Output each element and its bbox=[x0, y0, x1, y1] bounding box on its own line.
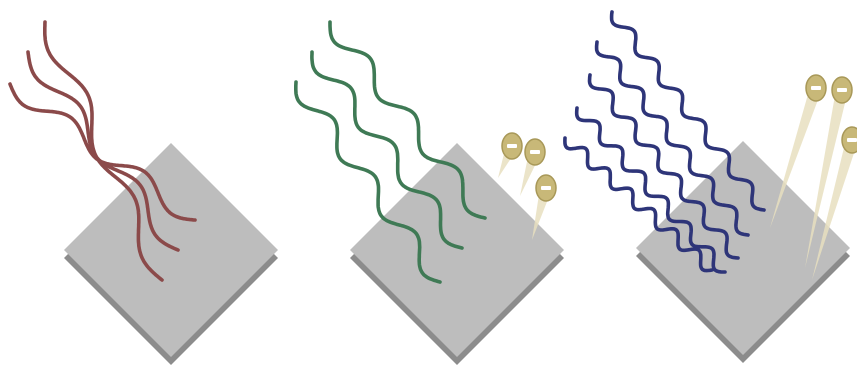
electron-minus-sign bbox=[837, 88, 847, 92]
electron-minus-sign bbox=[541, 186, 551, 190]
light-wave bbox=[294, 80, 442, 284]
metal-plate bbox=[64, 143, 278, 357]
light-wave bbox=[587, 73, 740, 260]
panel-low-frequency bbox=[8, 20, 278, 365]
electron-trail bbox=[805, 88, 848, 269]
electron-minus-sign bbox=[811, 86, 821, 90]
electron-trail bbox=[812, 138, 857, 280]
electron-minus-sign bbox=[507, 144, 517, 148]
light-wave bbox=[574, 106, 727, 274]
electron-minus-sign bbox=[847, 138, 857, 142]
light-wave bbox=[609, 10, 766, 212]
light-wave bbox=[563, 136, 714, 273]
electron-trail bbox=[770, 86, 822, 229]
metal-plate bbox=[636, 141, 850, 355]
electron-minus-sign bbox=[530, 150, 540, 154]
panel-high-frequency bbox=[563, 10, 857, 363]
metal-plate bbox=[350, 143, 564, 357]
light-wave bbox=[328, 20, 487, 220]
light-wave bbox=[8, 82, 197, 222]
panel-medium-frequency bbox=[294, 20, 564, 365]
light-wave bbox=[594, 40, 750, 237]
panels-layer bbox=[8, 10, 857, 365]
light-wave bbox=[310, 50, 464, 250]
